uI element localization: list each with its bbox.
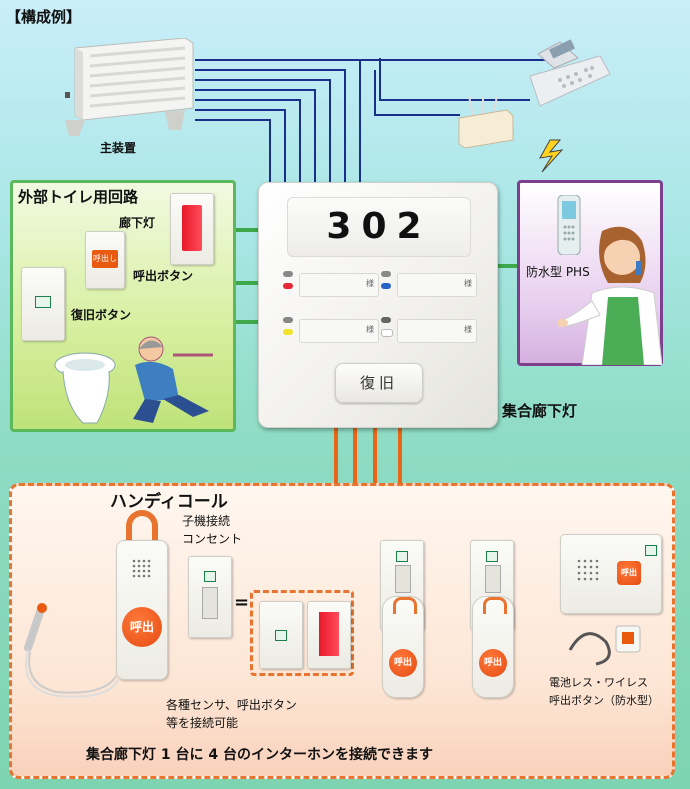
room-number-display: 302: [287, 197, 471, 257]
pbx-label: 主装置: [100, 141, 137, 155]
intercom-handset: 呼出: [382, 596, 424, 698]
intercom-handset: 呼出: [472, 596, 514, 698]
led-dark-icon: [381, 317, 391, 323]
intercom-socket-icon: [485, 565, 501, 593]
wireless-label-line1: 電池レス・ワイレス: [549, 676, 648, 689]
room-number: 302: [326, 206, 432, 247]
green-indicator-icon: [275, 630, 287, 641]
sensor-note-line2: 等を接続可能: [166, 716, 239, 730]
led-gray-icon: [381, 271, 391, 277]
page-title: 【構成例】: [6, 8, 82, 26]
toilet-panel-title: 外部トイレ用回路: [18, 188, 139, 206]
handy-call-title: ハンディコール: [110, 492, 228, 512]
speaker-grille-icon: [577, 559, 599, 581]
phs-label: 防水型 PHS: [526, 265, 590, 279]
toilet-person-illustration: [54, 336, 213, 424]
sensor-lamp-device: [307, 601, 351, 669]
intercom-call-button[interactable]: 呼出: [389, 649, 417, 677]
child-device-outlet: [188, 556, 232, 638]
sensor-note-line1: 各種センサ、呼出ボタン: [166, 698, 297, 712]
antenna-unit-icon: [455, 95, 515, 151]
waterproof-phs-panel: 防水型 PHS: [517, 180, 663, 366]
corridor-light-device: [170, 193, 214, 265]
led-gray-icon: [283, 271, 293, 277]
led-gray-icon: [283, 317, 293, 323]
intercom-station-2: 呼出: [466, 540, 518, 700]
name-slot-1: 様: [299, 273, 379, 297]
telephone-icon: [520, 36, 612, 108]
name-slot-2: 様: [397, 273, 477, 297]
intercom-call-button[interactable]: 呼出: [479, 649, 507, 677]
intercom-station-1: 呼出: [376, 540, 428, 700]
sensor-reset-device: [259, 601, 303, 669]
wireless-indicator-icon: [645, 545, 657, 556]
lightning-icon: [539, 139, 564, 173]
pbx-main-unit: [55, 37, 195, 138]
handset-clip-icon: [393, 597, 417, 614]
call-button-face: 呼出し: [92, 250, 118, 268]
outlet-label-line2: コンセント: [182, 532, 243, 546]
led-red-icon: [283, 283, 293, 289]
handset-clip-icon: [483, 597, 507, 614]
reset-button-device: [21, 267, 65, 341]
central-corridor-light-unit: 302 様 様 様 様 復旧: [258, 182, 498, 428]
led-blue-icon: [381, 283, 391, 289]
sensor-group: [250, 590, 354, 676]
name-slot-3: 様: [299, 319, 379, 343]
led-yellow-icon: [283, 329, 293, 335]
handy-call-device: 呼出: [116, 510, 168, 680]
handle-icon: [126, 510, 158, 544]
pendant-switch-icon: [24, 603, 119, 698]
reset-button-face: [35, 296, 51, 308]
wireless-intercom-unit: 呼出: [560, 534, 662, 614]
intercom-socket-icon: [395, 565, 411, 593]
nurse-illustration: [558, 226, 662, 365]
outlet-socket-icon: [202, 587, 218, 619]
led-white-icon: [381, 329, 393, 337]
handy-call-body: 呼出: [116, 540, 168, 680]
red-lamp-icon: [182, 205, 202, 251]
handy-call-button[interactable]: 呼出: [122, 607, 162, 647]
name-slot-4: 様: [397, 319, 477, 343]
equals-sign: =: [234, 592, 250, 613]
outlet-indicator-icon: [204, 571, 216, 582]
wireless-label-line2: 呼出ボタン（防水型）: [549, 694, 659, 707]
bottom-note: 集合廊下灯 1 台に 4 台のインターホンを接続できます: [86, 747, 433, 763]
reset-button[interactable]: 復旧: [335, 363, 423, 403]
external-toilet-circuit-panel: 外部トイレ用回路 廊下灯 呼出し 呼出ボタン 復旧ボタン: [10, 180, 236, 432]
phs-handset-icon: [557, 195, 581, 255]
call-button-device: 呼出し: [85, 231, 125, 289]
speaker-grille-icon: [132, 559, 151, 578]
wireless-call-button[interactable]: 呼出: [617, 561, 641, 585]
intercom-indicator-icon: [486, 551, 498, 562]
call-button-label: 呼出ボタン: [133, 269, 194, 283]
corridor-light-label: 廊下灯: [119, 216, 156, 230]
reset-button-label: 復旧ボタン: [71, 308, 132, 322]
central-unit-label: 集合廊下灯: [502, 402, 578, 420]
intercom-indicator-icon: [396, 551, 408, 562]
red-lamp-icon: [319, 612, 339, 656]
wireless-pendant-icon: [568, 625, 641, 666]
outlet-label-line1: 子機接続: [182, 514, 231, 528]
